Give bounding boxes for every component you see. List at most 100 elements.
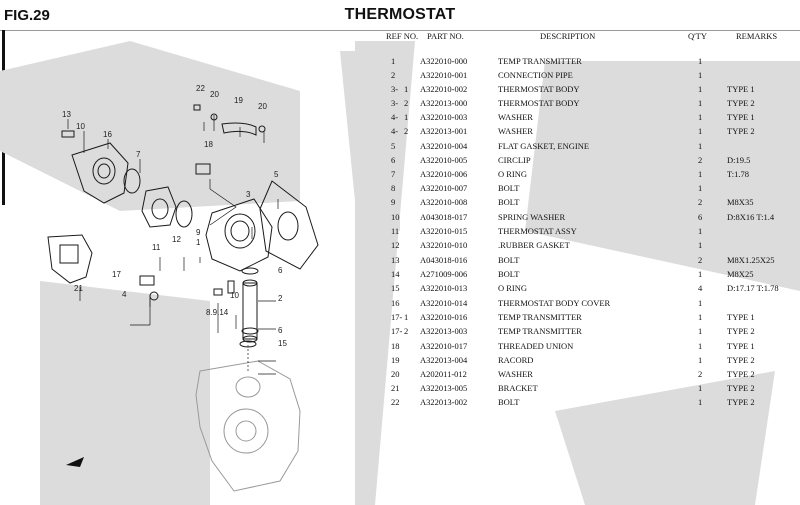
ref-no: 21: [391, 383, 400, 393]
remarks: M8X25: [727, 269, 754, 279]
description: THERMOSTAT BODY COVER: [498, 298, 611, 308]
ref-no: 7: [391, 169, 396, 179]
description: THERMOSTAT BODY: [498, 84, 580, 94]
description: RACORD: [498, 355, 534, 365]
callout-label: 10: [76, 122, 85, 131]
quantity: 1: [698, 326, 703, 336]
watermark-right: [355, 41, 800, 505]
ref-no: 17-: [391, 312, 403, 322]
quantity: 1: [698, 70, 703, 80]
ref-sub: 1: [404, 112, 409, 122]
bracket: [47, 234, 93, 284]
remarks: TYPE 2: [727, 126, 755, 136]
description: THERMOSTAT BODY: [498, 98, 580, 108]
part-no: A322010-001: [420, 70, 468, 80]
ref-no: 3-: [391, 84, 399, 94]
thermostat-body: [205, 198, 273, 272]
callout-label: 18: [204, 140, 213, 149]
callout-label: 20: [210, 90, 219, 99]
part-no: A322010-006: [420, 169, 468, 179]
part-no: A322010-002: [420, 84, 468, 94]
callout-label: 10: [230, 291, 239, 300]
part-no: A322013-004: [420, 355, 468, 365]
callout-label: 7: [136, 150, 141, 159]
quantity: 1: [698, 183, 703, 193]
ref-no: 10: [391, 212, 400, 222]
ref-sub: 2: [404, 326, 409, 336]
remarks: TYPE 1: [727, 312, 755, 322]
description: TEMP TRANSMITTER: [498, 56, 582, 66]
description: TEMP TRANSMITTER: [498, 312, 582, 322]
o-ring: [123, 168, 141, 194]
description: BOLT: [498, 183, 520, 193]
remarks: TYPE 2: [727, 355, 755, 365]
callout-label: 1: [196, 238, 201, 247]
part-no: A322010-017: [420, 341, 468, 351]
ref-no: 12: [391, 240, 400, 250]
remarks: D:8X16 T:1.4: [727, 212, 775, 222]
callout-labels: 13 10 16 7 22 20 19 20 18 5 3 9 1 12 11 …: [62, 84, 287, 348]
ref-sub: 2: [404, 126, 409, 136]
callout-label: 21: [74, 284, 83, 293]
col-header-description: DESCRIPTION: [540, 31, 596, 41]
water-pump-outline: [195, 360, 301, 492]
quantity: 1: [698, 56, 703, 66]
part-no: A322010-005: [420, 155, 468, 165]
ref-no: 5: [391, 141, 396, 151]
quantity: 1: [698, 383, 703, 393]
quantity: 1: [698, 341, 703, 351]
racord-pipe: [221, 122, 257, 136]
quantity: 1: [698, 141, 703, 151]
callout-label: 3: [246, 190, 251, 199]
ref-no: 9: [391, 197, 396, 207]
ref-sub: 1: [404, 84, 409, 94]
remarks: M8X35: [727, 197, 754, 207]
remarks: TYPE 1: [727, 341, 755, 351]
description: CIRCLIP: [498, 155, 531, 165]
remarks: M8X1.25X25: [727, 255, 775, 265]
quantity: 1: [698, 298, 703, 308]
part-no: A322010-003: [420, 112, 468, 122]
remarks: TYPE 2: [727, 369, 755, 379]
description: FLAT GASKET, ENGINE: [498, 141, 590, 151]
remarks: D:19.5: [727, 155, 751, 165]
description: BRACKET: [498, 383, 538, 393]
part-no: A271009-006: [420, 269, 468, 279]
part-no: A043018-016: [420, 255, 468, 265]
thermostat-assy: [141, 186, 177, 228]
ref-no: 19: [391, 355, 400, 365]
description: BOLT: [498, 269, 520, 279]
description: O RING: [498, 169, 528, 179]
quantity: 1: [698, 126, 703, 136]
ref-sub: 1: [404, 312, 409, 322]
ref-no: 18: [391, 341, 400, 351]
thermostat-body-cover: [71, 142, 129, 204]
page-title: THERMOSTAT: [344, 6, 456, 23]
description: WASHER: [498, 369, 533, 379]
remarks: TYPE 1: [727, 84, 755, 94]
quantity: 1: [698, 226, 703, 236]
ref-no: 2: [391, 70, 396, 80]
callout-label: 5: [274, 170, 279, 179]
callout-label: 20: [258, 102, 267, 111]
callout-label: 6: [278, 266, 283, 275]
part-no: A322013-001: [420, 126, 468, 136]
quantity: 2: [698, 369, 703, 379]
description: SPRING WASHER: [498, 212, 566, 222]
table-row: 5 A322010-004 FLAT GASKET, ENGINE 1: [380, 140, 800, 154]
description: TEMP TRANSMITTER: [498, 326, 582, 336]
part-no: A322010-004: [420, 141, 468, 151]
ref-no: 13: [391, 255, 400, 265]
